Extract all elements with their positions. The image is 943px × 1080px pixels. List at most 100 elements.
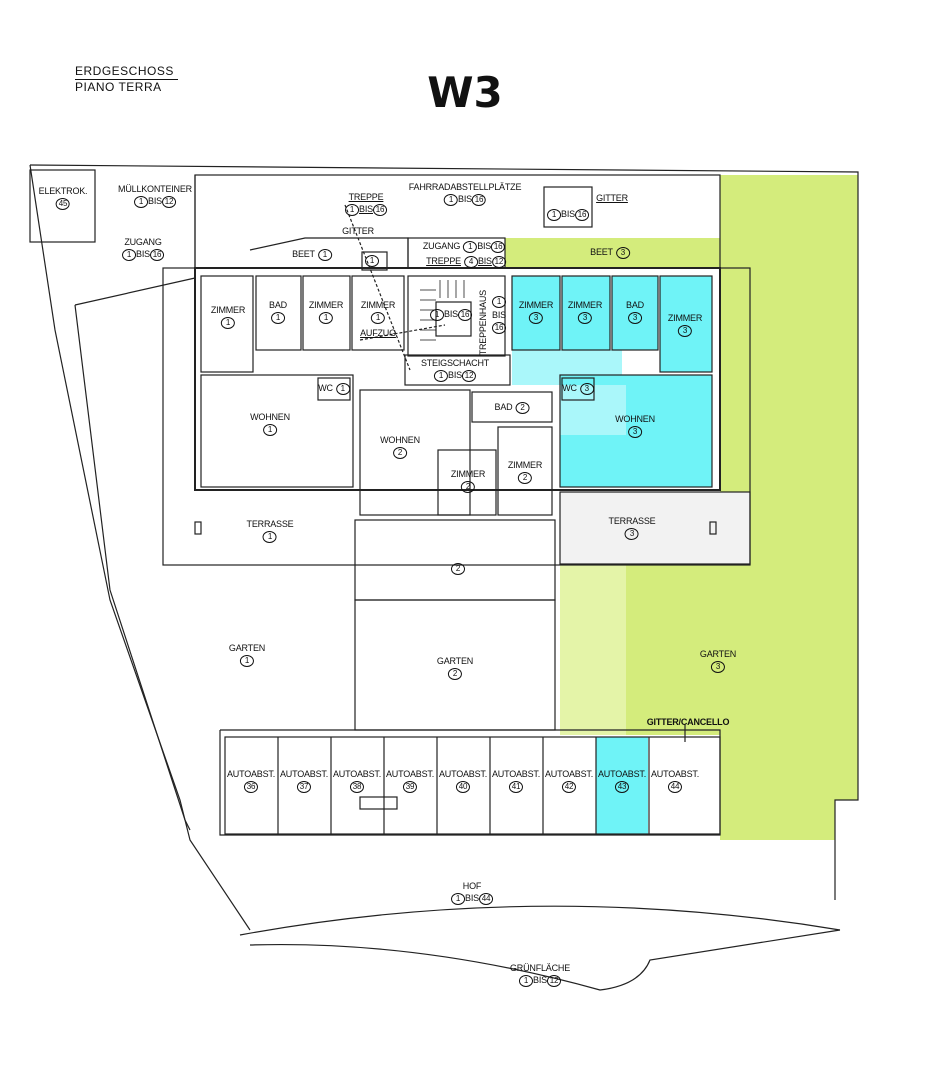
- room-name: GITTER: [342, 226, 374, 236]
- range-separator: BIS: [477, 241, 492, 251]
- room-name: AUTOABST.: [491, 769, 541, 779]
- unit-3-highlight: [512, 276, 750, 834]
- range-from-circle: 1: [122, 249, 137, 261]
- range-to-circle: 16: [492, 322, 506, 334]
- range-from-circle: 1: [434, 370, 449, 382]
- unit-number-circle: 1: [365, 255, 379, 267]
- range-to-circle: 16: [471, 194, 486, 206]
- room-name: ZIMMER: [567, 300, 603, 310]
- room-name: GITTER/CANCELLO: [646, 717, 730, 727]
- room-name: AUTOABST.: [650, 769, 700, 779]
- unit-number-circle: 38: [350, 781, 364, 793]
- range-to-circle: 12: [546, 975, 561, 987]
- green-areas: [505, 175, 858, 840]
- unit-number-circle: 1: [220, 317, 235, 329]
- label-area2: 2: [451, 562, 465, 575]
- range-separator: BIS: [561, 209, 575, 219]
- room-name: AUTOABST.: [597, 769, 647, 779]
- room-name: TREPPE: [426, 256, 461, 266]
- unit-number-circle: 44: [668, 781, 682, 793]
- room-name: MÜLLKONTEINER: [118, 184, 192, 194]
- room-name: ZUGANG: [124, 237, 162, 247]
- label-zimmer3c: ZIMMER 3: [668, 312, 702, 337]
- range-from-circle: 1: [547, 209, 562, 221]
- range-to-circle: 16: [574, 209, 589, 221]
- room-name: STEIGSCHACHT: [420, 358, 490, 368]
- room-name: ZIMMER: [518, 300, 554, 310]
- room-name: WOHNEN: [615, 414, 655, 424]
- unit-number-circle: 3: [615, 247, 630, 259]
- room-name: BAD: [269, 300, 287, 310]
- room-name: BAD: [626, 300, 644, 310]
- room-name: AUTOABST.: [332, 769, 382, 779]
- room-name: ZIMMER: [450, 469, 486, 479]
- range-separator: BIS: [448, 370, 462, 380]
- room-name: GARTEN: [228, 643, 266, 653]
- floor-name-it: PIANO TERRA: [75, 80, 162, 94]
- unit-number-circle: 42: [562, 781, 576, 793]
- room-name: AUTOABST.: [385, 769, 435, 779]
- unit-number-circle: 1: [335, 383, 350, 395]
- room-name: ZIMMER: [667, 313, 703, 323]
- label-elektrok: ELEKTROK.45: [39, 185, 88, 210]
- room-name: ZIMMER: [507, 460, 543, 470]
- range-from-circle: 1: [134, 196, 149, 208]
- range-separator: BIS: [477, 256, 492, 266]
- plan-title: W3: [427, 68, 503, 117]
- room-name: AUTOABST.: [226, 769, 276, 779]
- range-separator: BIS: [533, 975, 547, 985]
- range-to-circle: 16: [457, 309, 472, 321]
- room-name: GARTEN: [436, 656, 474, 666]
- room-name: ZIMMER: [360, 300, 396, 310]
- unit-number-circle: 1: [318, 312, 333, 324]
- room-name: WOHNEN: [250, 412, 290, 422]
- room-name: AUFZUG: [360, 328, 396, 338]
- room-name: BEET: [590, 247, 613, 257]
- beet-3-area: [505, 238, 720, 268]
- unit-number-circle: 45: [56, 198, 70, 210]
- label-parking-space-43: AUTOABST. 43: [598, 768, 646, 793]
- unit-number-circle: 2: [517, 472, 532, 484]
- label-parking-space-38: AUTOABST. 38: [333, 768, 381, 793]
- unit-number-circle: 3: [677, 325, 692, 337]
- room-name: GARTEN: [699, 649, 737, 659]
- unit-number-circle: 3: [577, 312, 592, 324]
- range-from-circle: 1: [451, 893, 466, 905]
- unit-number-circle: 40: [456, 781, 470, 793]
- unit-number-circle: 3: [528, 312, 543, 324]
- unit-number-circle: 2: [392, 447, 407, 459]
- room-name: ZIMMER: [210, 305, 246, 315]
- garden-3-area: [560, 175, 858, 840]
- unit-number-circle: 1: [239, 655, 254, 667]
- stairs: [420, 280, 465, 341]
- unit-number-circle: 43: [615, 781, 629, 793]
- unit-number-circle: 41: [509, 781, 523, 793]
- unit-number-circle: 2: [515, 402, 530, 414]
- range-from-circle: 1: [430, 309, 445, 321]
